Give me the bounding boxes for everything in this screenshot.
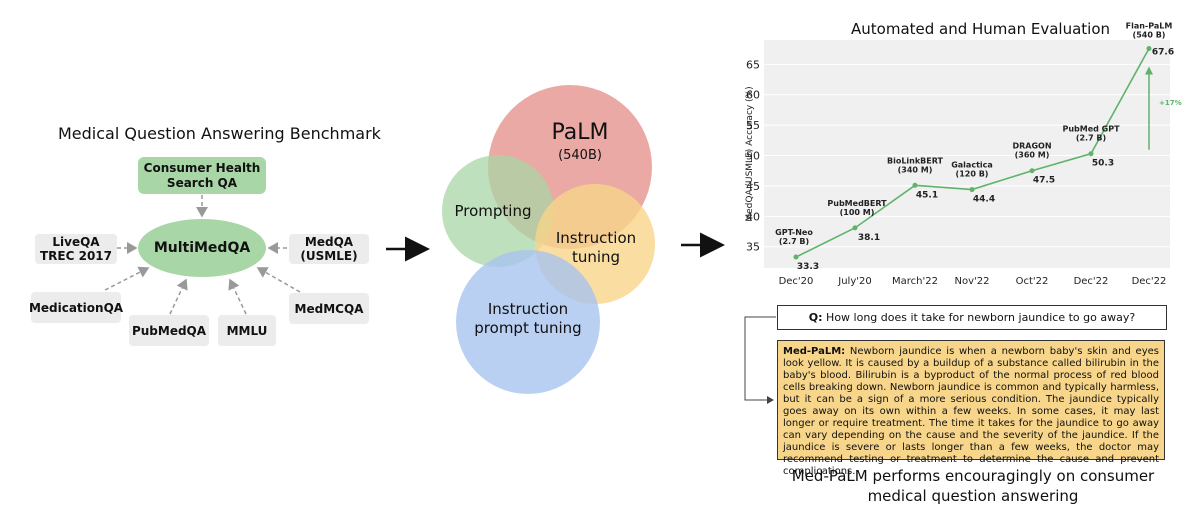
answer-text: Newborn jaundice is when a newborn baby'… [783, 346, 1159, 477]
venn-instruction-prompt-tuning-circle [456, 250, 600, 394]
caption: Med-PaLM performs encouragingly on consu… [791, 467, 1155, 505]
venn-prompting-circle [442, 155, 554, 267]
benchmark-title: Medical Question Answering Benchmark [58, 124, 381, 143]
dataset-medqa: MedQA (USMLE) [289, 234, 369, 264]
arrow-medicationqa [104, 266, 150, 291]
question-text: How long does it take for newborn jaundi… [826, 311, 1136, 324]
venn-prompting-label: Prompting [454, 202, 532, 220]
arrow-medmcqa [256, 267, 301, 293]
dataset-medicationqa: MedicationQA [29, 292, 123, 323]
dataset-pubmedqa: PubMedQA [129, 315, 209, 346]
answer-box: Med-PaLM: Newborn jaundice is when a new… [777, 340, 1165, 477]
dataset-liveqa: LiveQA TREC 2017 [35, 234, 117, 264]
venn-palm-size-label: (540B) [558, 148, 602, 163]
multimedqa-hub: MultiMedQA [138, 219, 266, 277]
chart-title: Automated and Human Evaluation [851, 20, 1111, 38]
dataset-mmlu: MMLU [218, 315, 276, 346]
answer-prefix: Med-PaLM: [783, 346, 846, 357]
qa-bracket [744, 316, 776, 404]
dataset-medmcqa: MedMCQA [289, 293, 369, 324]
arrow-mmlu [228, 278, 247, 315]
venn-palm-label: PaLM [551, 120, 609, 145]
arrow-pubmedqa [169, 278, 188, 315]
venn-instruction-prompt-tuning-label: Instruction prompt tuning [474, 300, 582, 337]
venn-instruction-tuning-label: Instruction tuning [555, 229, 637, 266]
question-prefix: Q: [808, 311, 823, 324]
question-box: Q: How long does it take for newborn jau… [777, 305, 1167, 330]
dataset-consumer-health-search-qa: Consumer Health Search QA [138, 157, 266, 194]
